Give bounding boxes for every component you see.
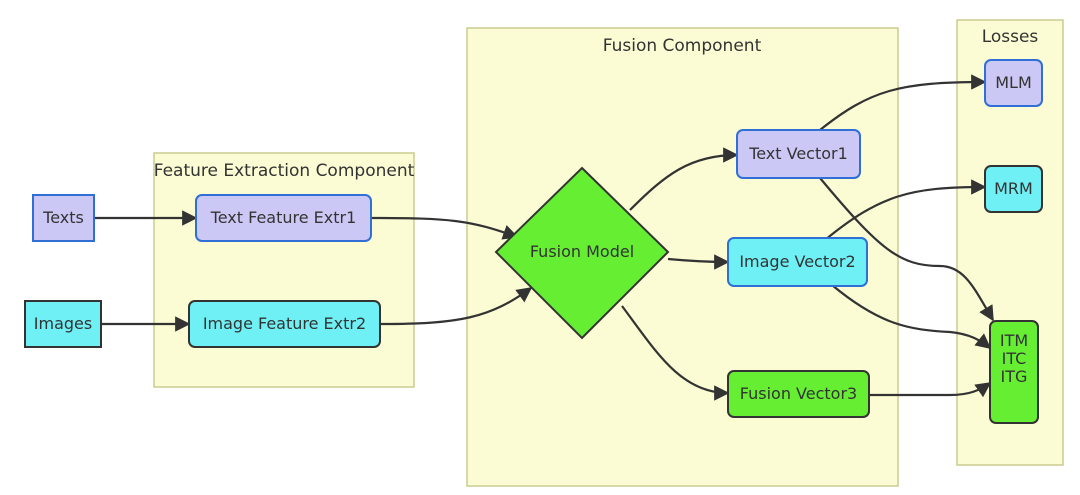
node-itg-label: ITG <box>1001 367 1028 386</box>
node-text-feature-extr-label: Text Feature Extr1 <box>210 208 357 227</box>
node-text-feature-extr[interactable]: Text Feature Extr1 <box>195 194 372 242</box>
node-text-vector[interactable]: Text Vector1 <box>736 129 861 179</box>
edge-text-feature-to-fusion-model <box>370 216 519 240</box>
node-mlm-label: MLM <box>995 73 1032 92</box>
feature-extraction-group: Feature Extraction Component <box>153 152 415 388</box>
feature-extraction-group-title: Feature Extraction Component <box>154 161 415 181</box>
node-mrm[interactable]: MRM <box>984 165 1043 213</box>
node-itc-label: ITC <box>1002 349 1027 368</box>
node-mlm[interactable]: MLM <box>984 59 1043 107</box>
edge-fusion-model-to-fusion-vector <box>621 305 730 401</box>
node-mrm-label: MRM <box>994 179 1033 198</box>
edge-fusion-vector-to-itm <box>869 382 992 398</box>
node-fusion-model[interactable]: Fusion Model <box>494 166 670 340</box>
node-image-feature-extr-label: Image Feature Extr2 <box>203 314 366 333</box>
edge-image-vector-to-itm <box>831 284 992 349</box>
edge-fusion-model-to-text-vector <box>629 147 739 211</box>
node-image-feature-extr[interactable]: Image Feature Extr2 <box>188 300 381 348</box>
edge-text-vector-to-itm <box>819 177 994 322</box>
edges <box>95 74 994 401</box>
edge-text-vector-to-mlm <box>819 74 987 131</box>
node-images[interactable]: Images <box>24 300 102 348</box>
node-texts[interactable]: Texts <box>32 194 95 242</box>
node-itm-label: ITM <box>1000 331 1028 350</box>
node-fusion-model-label: Fusion Model <box>530 242 634 261</box>
edge-fusion-model-to-image-vector <box>667 254 730 270</box>
node-image-vector-label: Image Vector2 <box>739 252 855 271</box>
node-texts-label: Texts <box>42 208 84 227</box>
node-images-label: Images <box>34 314 92 333</box>
node-text-vector-label: Text Vector1 <box>748 144 848 163</box>
losses-group-title: Losses <box>982 27 1039 47</box>
edge-image-feature-to-fusion-model <box>379 287 533 326</box>
node-itm-itc-itg[interactable]: ITM ITC ITG <box>989 320 1039 424</box>
fusion-group-title: Fusion Component <box>603 36 762 56</box>
node-fusion-vector-label: Fusion Vector3 <box>740 384 857 403</box>
node-image-vector[interactable]: Image Vector2 <box>727 237 868 287</box>
node-fusion-vector[interactable]: Fusion Vector3 <box>727 370 870 418</box>
edge-image-vector-to-mrm <box>824 179 987 241</box>
